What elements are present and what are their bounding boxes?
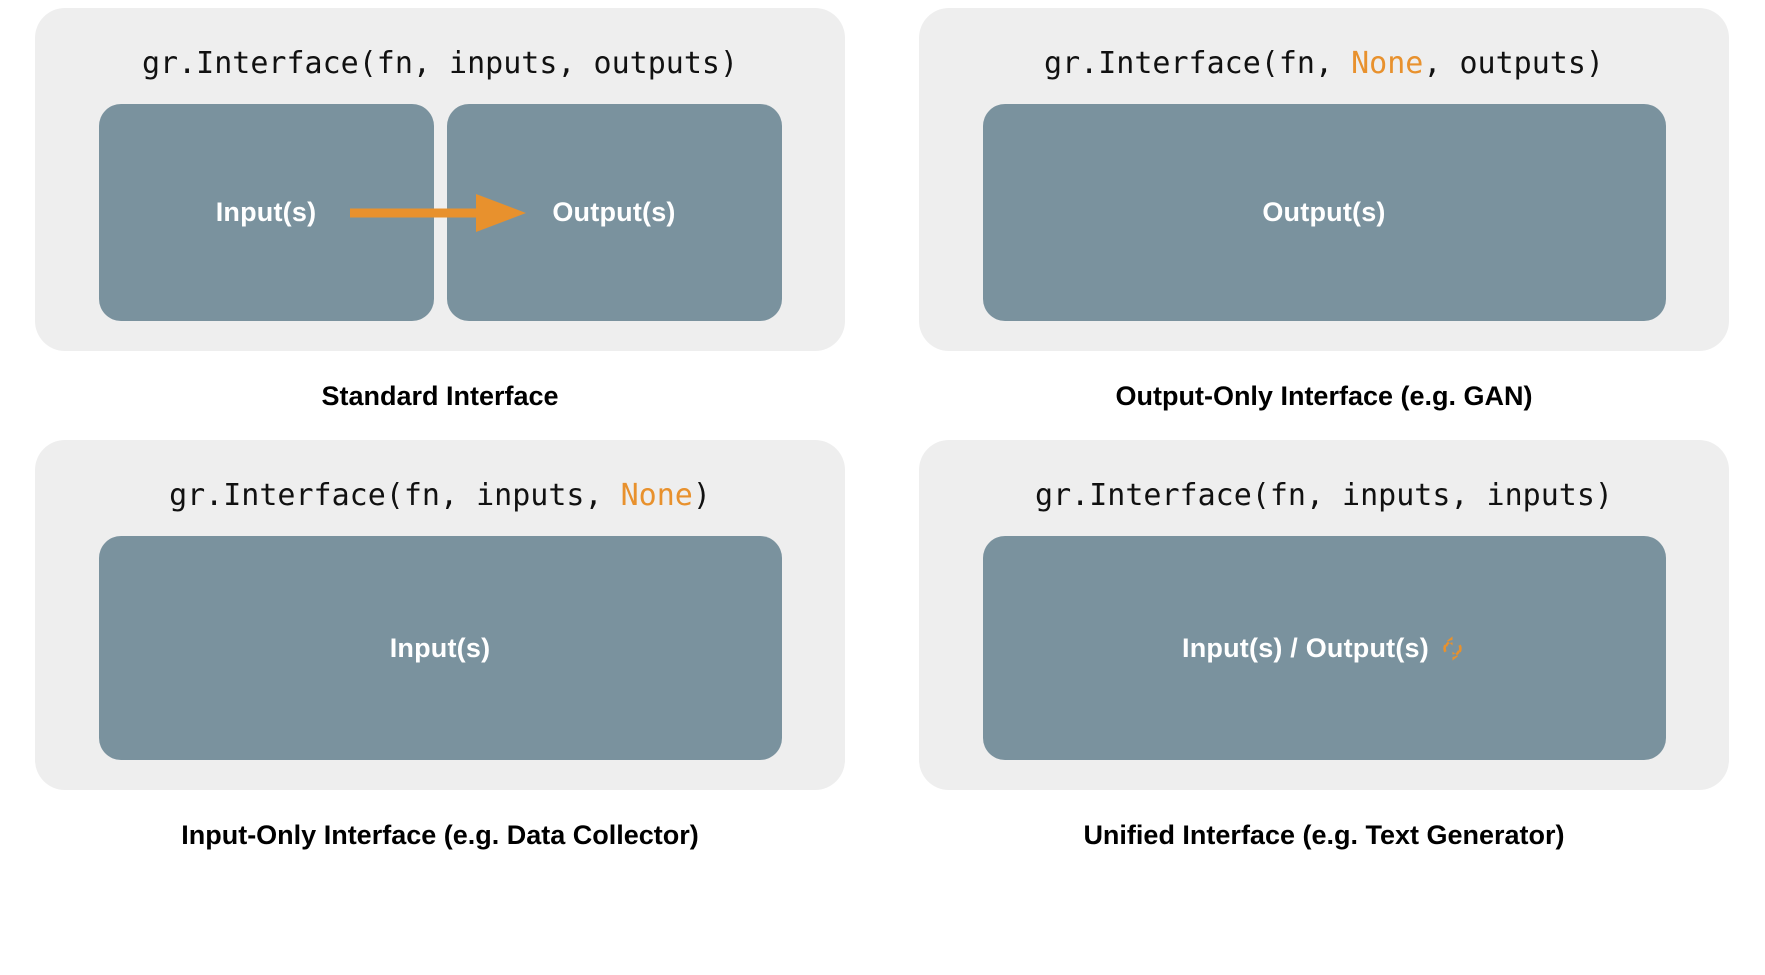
signature-unified: gr.Interface(fn, inputs, inputs) [1035,478,1613,514]
input-output-box[interactable]: Input(s) / Output(s) [982,536,1666,760]
caption-standard: Standard Interface [321,381,559,411]
panel-group-output-only: gr.Interface(fn, None, outputs) Output(s… [883,8,1765,412]
box-row-unified: Input(s) / Output(s) [953,536,1695,760]
panel-output-only: gr.Interface(fn, None, outputs) Output(s… [919,8,1729,351]
signature-output-only: gr.Interface(fn, None, outputs) [1044,46,1604,82]
panel-unified: gr.Interface(fn, inputs, inputs) Input(s… [919,440,1729,790]
signature-text-before: gr.Interface(fn, inputs, [169,478,621,513]
box-row-standard: Input(s) Output(s) [69,104,811,321]
output-box-label: Output(s) [552,197,676,227]
box-row-output-only: Output(s) [953,104,1695,321]
signature-text-after: , outputs) [1423,46,1604,81]
panel-group-input-only: gr.Interface(fn, inputs, None) Input(s) … [0,440,880,851]
panel-input-only: gr.Interface(fn, inputs, None) Input(s) [35,440,845,790]
signature-text-before: gr.Interface(fn, inputs, inputs) [1035,478,1613,513]
caption-input-only: Input-Only Interface (e.g. Data Collecto… [181,820,699,850]
signature-text-after: inputs, outputs) [449,46,739,81]
input-output-box-label: Input(s) / Output(s) [1182,632,1429,663]
output-box[interactable]: Output(s) [982,104,1666,321]
signature-input-only: gr.Interface(fn, inputs, None) [169,478,711,514]
panel-group-unified: gr.Interface(fn, inputs, inputs) Input(s… [883,440,1765,851]
panel-standard: gr.Interface(fn, inputs, outputs) Input(… [35,8,845,351]
signature-standard: gr.Interface(fn, inputs, outputs) [142,46,738,82]
signature-text-before: gr.Interface(fn, [141,46,450,81]
output-box-label: Output(s) [1262,197,1386,227]
input-box-label: Input(s) [215,197,317,227]
output-box[interactable]: Output(s) [446,104,782,321]
cycle-icon [1443,635,1462,661]
input-box[interactable]: Input(s) [98,536,782,760]
signature-text-after: ) [692,478,711,513]
signature-none-arg: None [620,478,693,513]
signature-text-before: gr.Interface(fn, [1044,46,1352,81]
panel-group-standard: gr.Interface(fn, inputs, outputs) Input(… [0,8,880,412]
caption-unified: Unified Interface (e.g. Text Generator) [1083,820,1565,850]
input-box-label: Input(s) [389,632,491,663]
input-output-box-label-wrap: Input(s) / Output(s) [1182,633,1466,664]
input-box[interactable]: Input(s) [98,104,434,321]
signature-none-arg: None [1351,46,1424,81]
box-row-input-only: Input(s) [69,536,811,760]
caption-output-only: Output-Only Interface (e.g. GAN) [1115,381,1533,411]
